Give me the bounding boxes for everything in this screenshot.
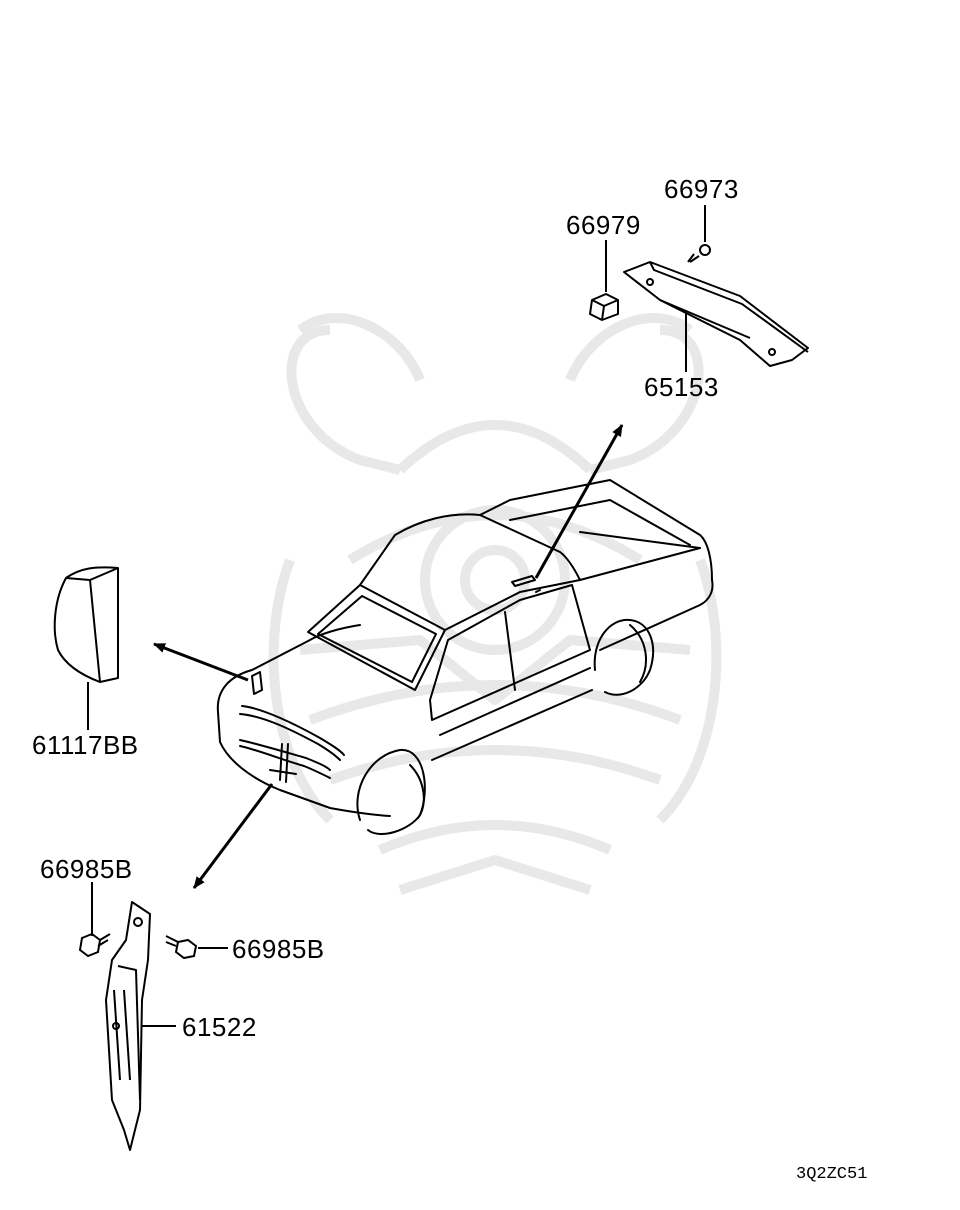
part-label-61117BB[interactable]: 61117BB: [32, 730, 139, 760]
headlight-cover-part: [53, 566, 119, 730]
part-label-66979[interactable]: 66979: [566, 210, 641, 240]
bumper-bracket-part: [105, 901, 176, 1151]
screw-66973-icon: [687, 205, 711, 263]
part-label-61522[interactable]: 61522: [182, 1012, 257, 1042]
bolt-66985B-left-icon: [78, 882, 111, 958]
part-label-66973[interactable]: 66973: [664, 174, 739, 204]
part-label-66985B-right[interactable]: 66985B: [232, 934, 325, 964]
truck-illustration: [216, 479, 714, 835]
arrow-to-roof-rail: [534, 424, 624, 579]
watermark-helmet-icon: [268, 313, 722, 895]
part-label-66985B-left[interactable]: 66985B: [40, 854, 133, 884]
bolt-66985B-right-icon: [165, 935, 228, 960]
roof-rail-part: [623, 261, 809, 372]
indicator-arrows: [153, 424, 624, 889]
arrow-to-bumper-bracket: [192, 783, 274, 889]
part-label-65153[interactable]: 65153: [644, 372, 719, 402]
arrow-to-headlight-cover: [153, 642, 249, 682]
clip-nut-66979-icon: [589, 240, 619, 321]
diagram-code: 3Q2ZC51: [796, 1165, 868, 1184]
